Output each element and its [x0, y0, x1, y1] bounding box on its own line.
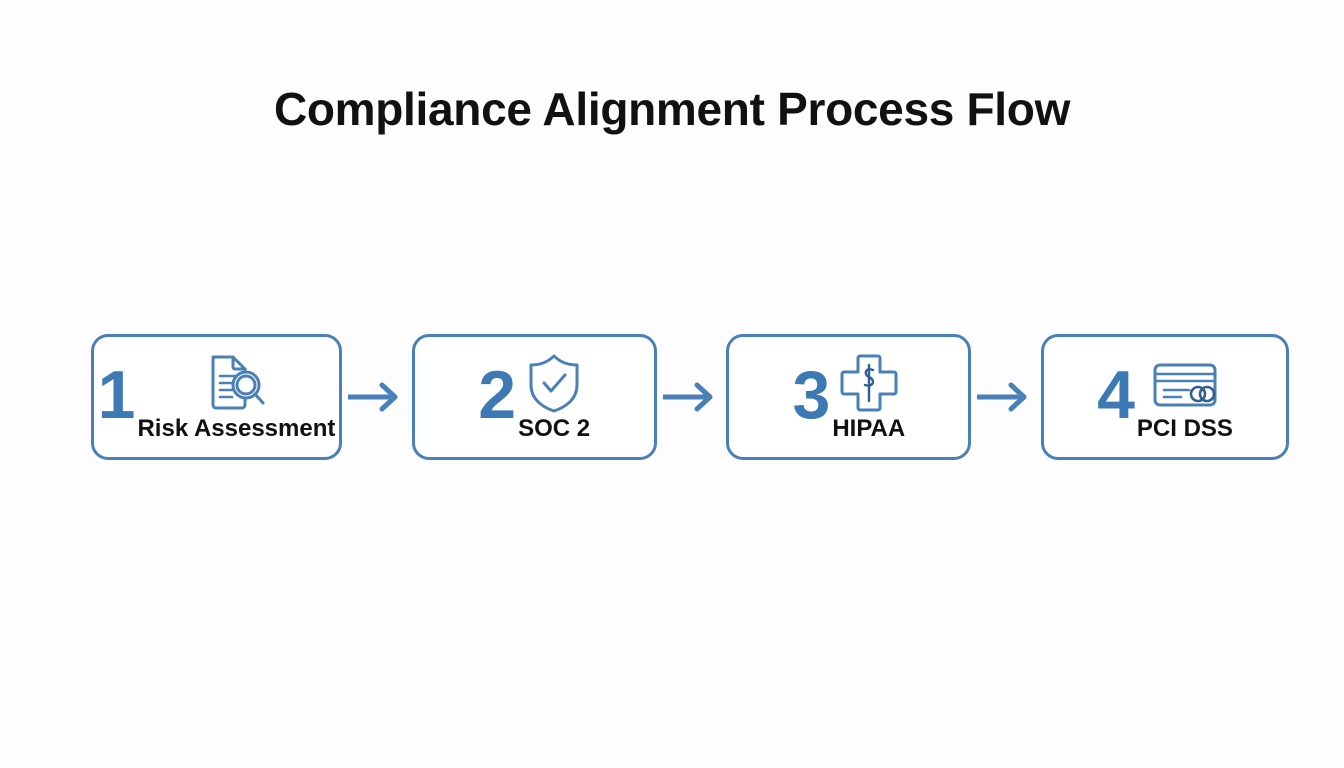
flow-step-card-4[interactable]: 4 PCI DSS	[1041, 334, 1290, 460]
arrow-right-icon-1	[342, 382, 412, 412]
arrow-right-icon-3	[971, 382, 1041, 412]
step-body-4: PCI DSS	[1137, 352, 1239, 442]
flow-step-card-3[interactable]: 3 HIPAA	[726, 334, 972, 460]
medical-cross-caduceus-icon	[838, 352, 900, 414]
credit-card-icon	[1149, 352, 1221, 414]
step-label-2: SOC 2	[518, 414, 591, 442]
step-label-1: Risk Assessment	[137, 414, 336, 442]
flow-step-card-2[interactable]: 2 SOC 2	[411, 334, 657, 460]
document-magnifier-icon	[203, 352, 269, 414]
step-body-1: Risk Assessment	[137, 352, 341, 442]
page-title: Compliance Alignment Process Flow	[273, 83, 1071, 135]
step-number-1: 1	[97, 357, 136, 433]
step-number-2: 2	[478, 357, 517, 433]
shield-check-icon	[525, 352, 583, 414]
arrow-right-icon-2	[657, 382, 727, 412]
step-number-3: 3	[792, 357, 831, 433]
step-label-4: PCI DSS	[1136, 414, 1233, 442]
step-number-4: 4	[1097, 357, 1135, 433]
process-flow-row: 1 Risk Assessment	[91, 334, 1290, 460]
flow-step-card-1[interactable]: 1 Risk Assessment	[91, 334, 342, 460]
step-label-3: HIPAA	[832, 414, 906, 442]
step-body-2: SOC 2	[518, 352, 596, 442]
step-body-3: HIPAA	[832, 352, 911, 442]
